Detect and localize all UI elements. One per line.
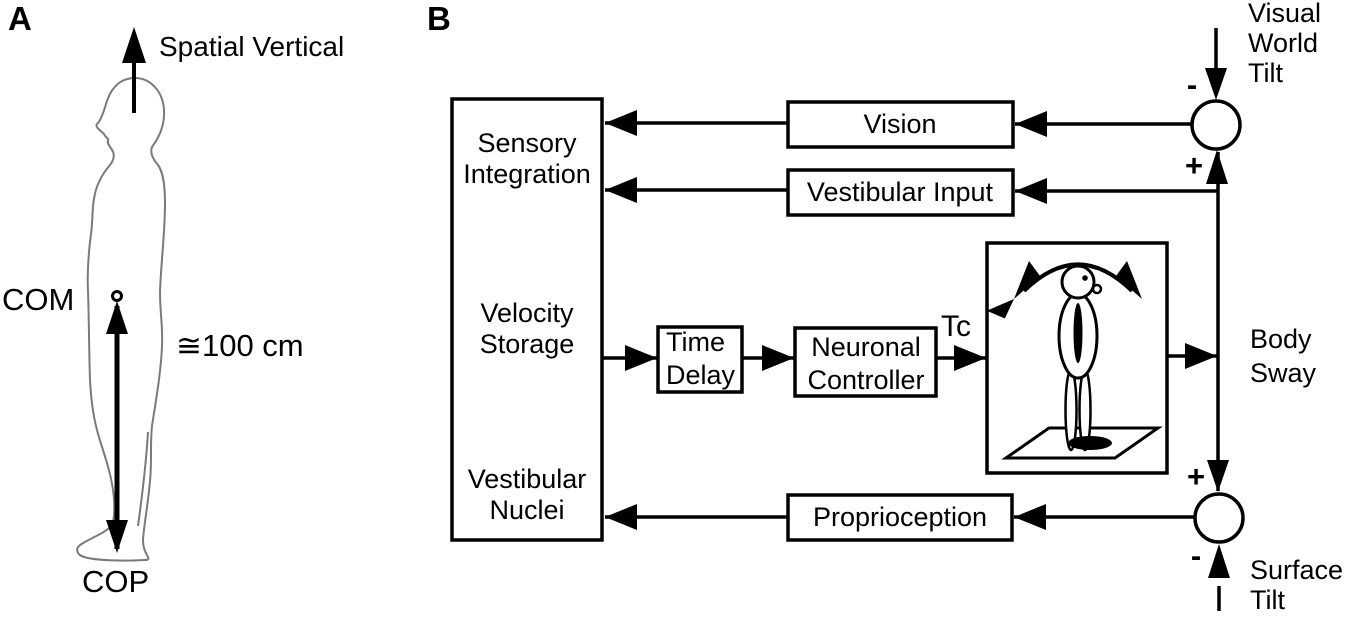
- figure-head: [1060, 264, 1096, 300]
- body-silhouette-far-leg: [137, 431, 149, 527]
- top-junction-plus: +: [1185, 148, 1203, 183]
- vestibular-input-label: Vestibular Input: [807, 177, 994, 207]
- body-sway-label-1: Body: [1250, 324, 1312, 354]
- figure-eye: [1082, 275, 1088, 281]
- neuronal-controller-box: [793, 326, 938, 398]
- proprioception-label: Proprioception: [813, 502, 987, 532]
- com-label: COM: [2, 282, 74, 317]
- bottom-junction-minus: -: [1191, 538, 1201, 573]
- proprioception-box: [786, 493, 1014, 542]
- spatial-vertical-arrow: [122, 27, 146, 113]
- tc-label: Tc: [941, 310, 971, 343]
- visual-world-tilt-label-3: Tilt: [1248, 58, 1283, 88]
- figure-foot: [1068, 436, 1112, 450]
- surface-tilt-label-2: Tilt: [1250, 585, 1285, 615]
- integrator-label-vestibular: Vestibular: [468, 464, 587, 494]
- arrowhead-into-top-junction: [1206, 150, 1228, 184]
- com-cop-arrow: [106, 301, 128, 553]
- visual-world-tilt-label-1: Visual: [1248, 0, 1321, 28]
- vision-box: [786, 100, 1015, 149]
- time-delay-label-2: Delay: [666, 360, 736, 390]
- visual-tilt-input-arrow: [1205, 28, 1227, 100]
- neuronal-controller-label-1: Neuronal: [811, 332, 921, 362]
- sensory-integration-box: [450, 97, 604, 542]
- figure-core: [1073, 303, 1083, 363]
- top-junction-minus: -: [1187, 67, 1197, 102]
- panel-b-label: B: [427, 0, 451, 37]
- bottom-summing-junction: [1193, 492, 1245, 544]
- body-sway-label-2: Sway: [1250, 358, 1317, 388]
- arrowhead-into-bottom-junction: [1207, 460, 1229, 492]
- bottom-junction-plus: +: [1187, 459, 1205, 494]
- integrator-label-nuclei: Nuclei: [489, 495, 564, 525]
- surface-tilt-input-arrow: [1208, 544, 1230, 611]
- vision-label: Vision: [863, 109, 936, 139]
- figure-nose: [1091, 283, 1103, 295]
- integrator-label-sensory: Sensory: [477, 128, 577, 158]
- sway-figure: [986, 261, 1163, 460]
- height-approx-label: ≅100 cm: [176, 328, 304, 363]
- cop-label: COP: [82, 564, 149, 599]
- integrator-label-velocity: Velocity: [480, 298, 574, 328]
- surface-tilt-label-1: Surface: [1250, 555, 1343, 585]
- panel-a-label: A: [8, 0, 32, 37]
- integrator-label-storage: Storage: [480, 329, 575, 359]
- com-marker-dot: [111, 290, 123, 302]
- spatial-vertical-label: Spatial Vertical: [159, 31, 344, 62]
- top-summing-junction: [1190, 99, 1242, 151]
- neuronal-controller-label-2: Controller: [807, 365, 924, 395]
- visual-world-tilt-label-2: World: [1248, 28, 1318, 58]
- integrator-label-integration: Integration: [463, 159, 591, 189]
- sway-arc-arrow: [986, 261, 1142, 319]
- vestibular-input-box: [786, 168, 1015, 217]
- time-delay-label-1: Time: [666, 327, 725, 357]
